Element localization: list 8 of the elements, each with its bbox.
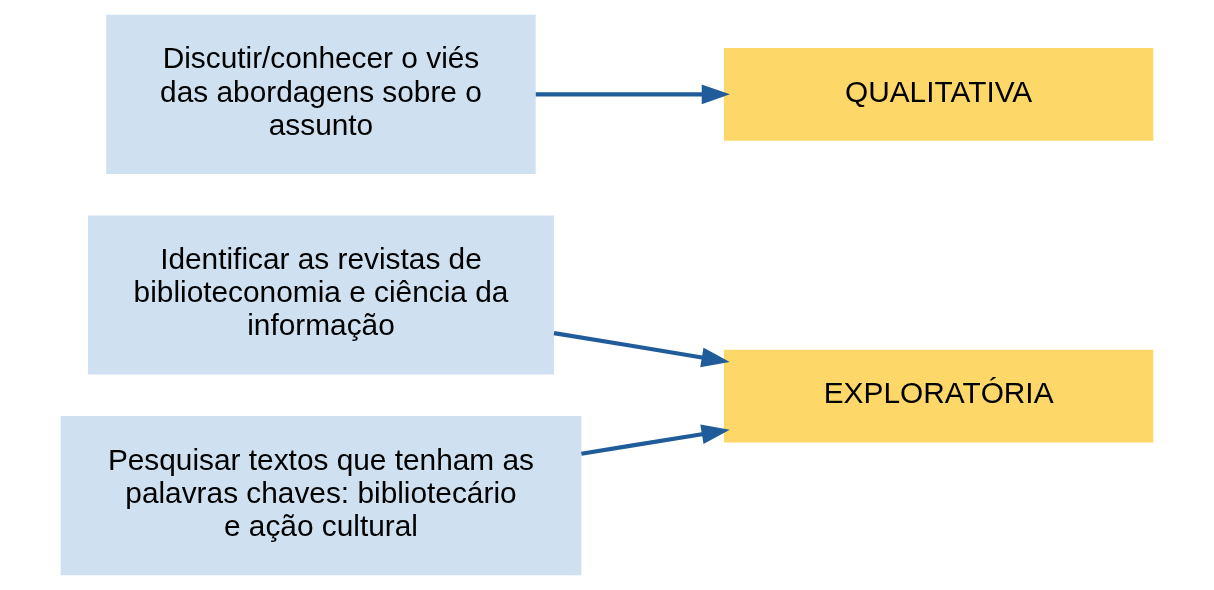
- arrow: [535, 84, 730, 105]
- node-box: QUALITATIVA: [723, 47, 1154, 141]
- node-box: EXPLORATÓRIA: [723, 349, 1154, 443]
- arrow: [553, 331, 730, 368]
- node-box: Pesquisar textos que tenham as palavras chaves: bibliotecário e ação cultural: [60, 416, 582, 576]
- arrow: [581, 424, 730, 456]
- node-box: Discutir/conhecer o viés das abordagens sobre o assunto: [106, 14, 536, 174]
- node-box: Identificar as revistas de biblioteconomia e ciência da informação: [88, 215, 554, 375]
